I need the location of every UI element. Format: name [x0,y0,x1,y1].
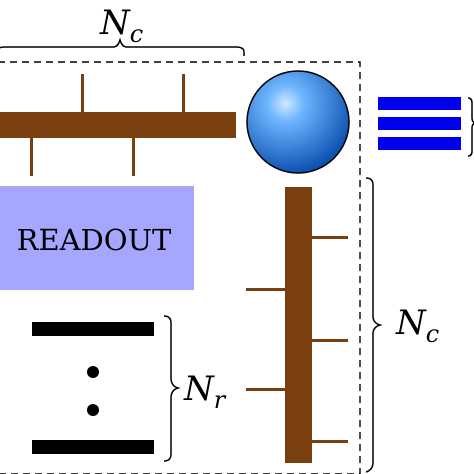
stripe-3 [378,137,461,150]
horizontal-bus-bar [0,112,236,138]
dashed-boundary [0,61,361,474]
right-brace [365,177,383,473]
bus-tap-down-1 [30,136,33,176]
bus-tap-up-2 [182,74,185,114]
stripes-brace [467,97,474,157]
stripe-1 [378,97,461,110]
right-brace-label: Nc [395,303,439,348]
readout-box [0,186,194,290]
top-brace [0,37,245,56]
vbus-tap-left-2 [246,388,287,391]
readout-line-top [32,322,154,336]
vertical-bus-bar [285,187,312,463]
qubit-sphere-icon [246,70,350,174]
readout-label: READOUT [17,223,172,257]
ellipsis-dot-2 [87,404,99,416]
horizontal-bus [0,74,236,176]
vertical-bus [246,187,348,463]
vbus-tap-right-1 [310,236,348,239]
vbus-tap-left-1 [246,288,287,291]
vbus-tap-right-3 [310,440,348,443]
ellipsis-dot-1 [87,366,99,378]
bus-tap-down-2 [132,136,135,176]
three-stripes-icon [378,97,461,150]
stripe-2 [378,117,461,130]
vbus-tap-right-2 [310,339,348,342]
top-brace-label: Nc [99,3,143,48]
rows-brace-label: Nr [183,369,227,414]
rows-brace [163,315,181,462]
bus-tap-up-1 [81,74,84,114]
readout-line-bottom [32,440,154,454]
readout-lines [32,322,154,454]
